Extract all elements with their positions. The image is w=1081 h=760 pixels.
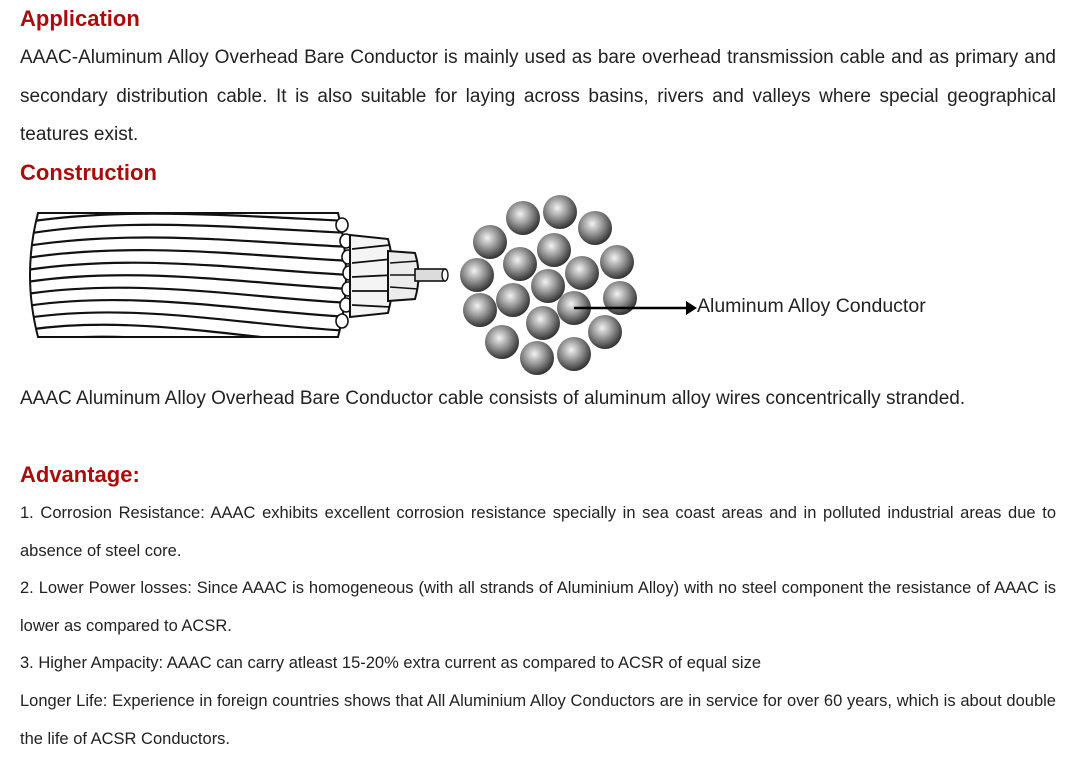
conductor-label: Aluminum Alloy Conductor <box>697 295 926 317</box>
cable-side-view-image <box>29 212 449 338</box>
advantage-item-3: 3. Higher Ampacity: AAAC can carry atlea… <box>20 654 762 672</box>
cross-section-image <box>460 195 697 375</box>
construction-heading: Construction <box>20 160 157 185</box>
advantage-item-2: 2. Lower Power losses: Since AAAC is hom… <box>20 579 1056 635</box>
advantage-heading: Advantage: <box>20 462 140 487</box>
application-text: AAAC-Aluminum Alloy Overhead Bare Conduc… <box>20 47 1056 145</box>
construction-text: AAAC Aluminum Alloy Overhead Bare Conduc… <box>20 388 966 409</box>
advantage-item-4: Longer Life: Experience in foreign count… <box>20 692 1056 748</box>
application-heading: Application <box>20 6 140 31</box>
advantage-item-1: 1. Corrosion Resistance: AAAC exhibits e… <box>20 504 1056 560</box>
